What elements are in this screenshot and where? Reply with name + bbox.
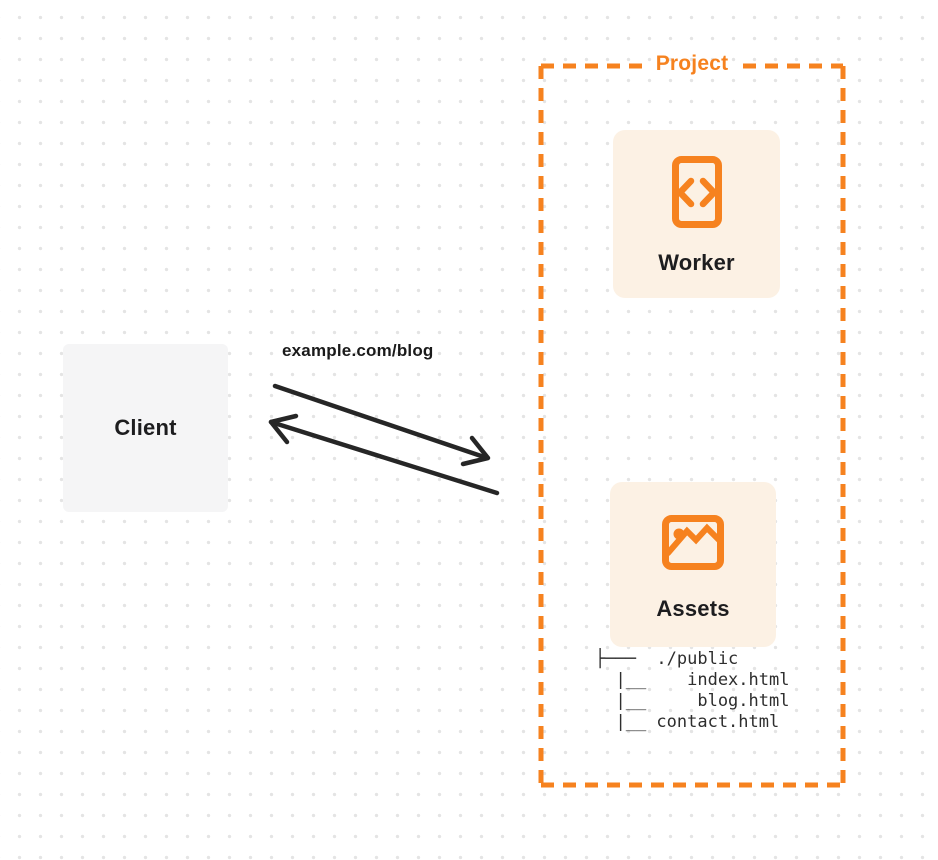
assets-label: Assets (656, 596, 730, 621)
worker-card: Worker (613, 130, 780, 298)
request-url-label: example.com/blog (282, 341, 434, 360)
client-label: Client (114, 415, 177, 440)
image-icon (662, 515, 724, 570)
project-label: Project (655, 52, 729, 75)
response-arrow-icon (268, 413, 500, 496)
client-box: Client (63, 344, 228, 512)
assets-card: Assets (610, 482, 776, 647)
request-arrow-icon (272, 383, 491, 467)
assets-file-tree: ├─── ./public |__ index.html |__ blog.ht… (595, 649, 790, 732)
worker-label: Worker (658, 250, 735, 275)
code-file-icon (671, 156, 722, 228)
